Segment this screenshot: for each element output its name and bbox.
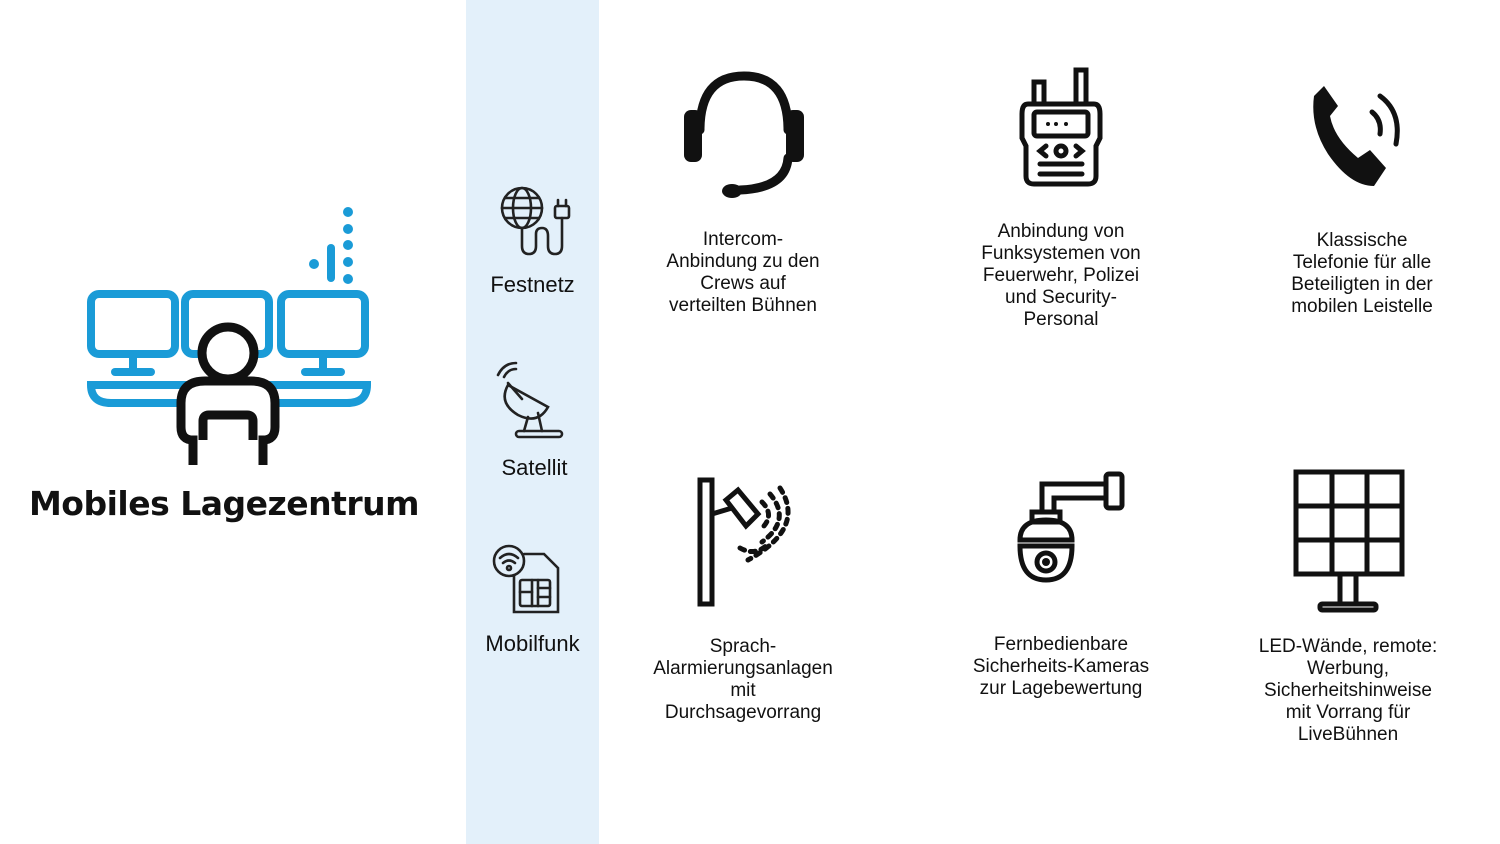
channel-festnetz: Festnetz: [490, 272, 575, 297]
phone-icon: [1313, 86, 1400, 186]
radio-icon: [1019, 67, 1103, 187]
loudspeaker-icon: [697, 477, 791, 607]
led-wall-icon: [1293, 469, 1405, 613]
sim-wifi-icon: [492, 544, 560, 614]
feature-intercom: Intercom- Anbindung zu den Crews auf ver…: [666, 229, 820, 316]
feature-led-waende: LED-Wände, remote: Werbung, Sicherheitsh…: [1258, 636, 1438, 745]
feature-kameras: Fernbedienbare Sicherheits-Kameras zur L…: [972, 634, 1150, 699]
feature-telefonie: Klassische Telefonie für alle Beteiligte…: [1291, 230, 1433, 317]
channel-satellit: Satellit: [501, 455, 568, 480]
channel-mobilfunk: Mobilfunk: [485, 631, 580, 656]
feature-funk: Anbindung von Funksystemen von Feuerwehr…: [981, 221, 1141, 330]
headset-icon: [684, 71, 804, 198]
channels-panel: [466, 0, 599, 844]
security-camera-icon: [1017, 471, 1125, 583]
page-title: Mobiles Lagezentrum: [28, 484, 420, 523]
feature-sprachalarm: Sprach- Alarmierungsanlagen mit Durchsag…: [653, 636, 833, 723]
satellite-dish-icon: [496, 361, 564, 439]
control-center-icon: [86, 207, 372, 465]
globe-plug-icon: [500, 186, 571, 256]
